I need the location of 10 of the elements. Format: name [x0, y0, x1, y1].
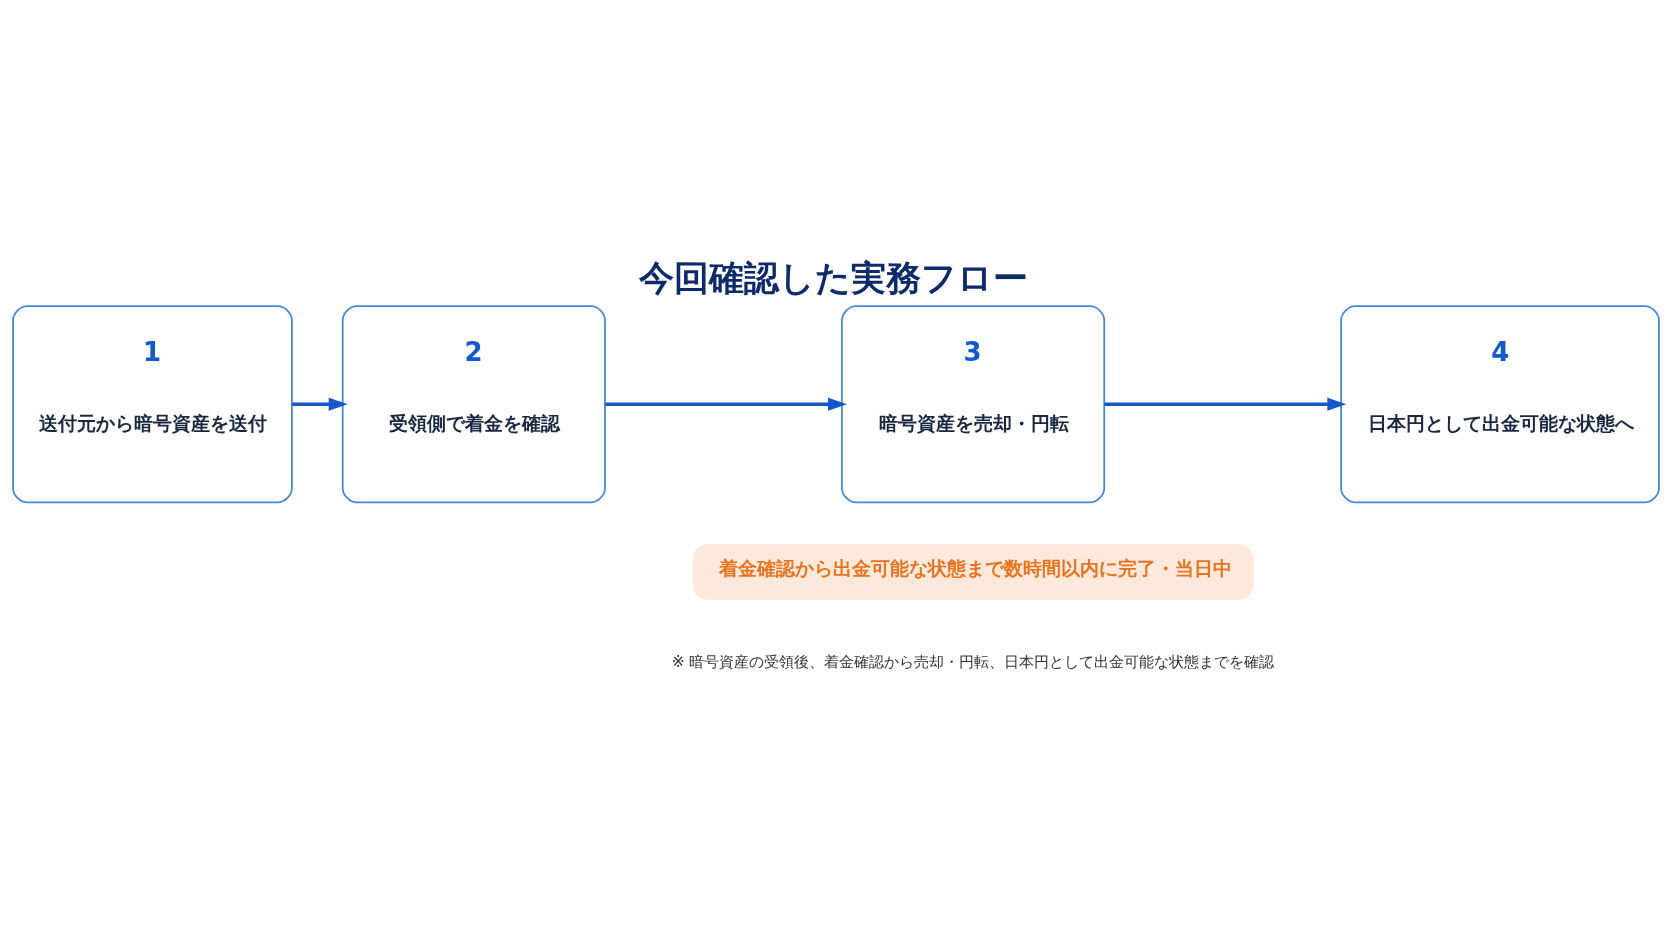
- arrow: [605, 397, 847, 411]
- node-box: 1 送付元から暗号資産を送付: [12, 304, 293, 503]
- caption: ※ 暗号資産の受領後、着金確認から売却・円転、日本円として出金可能な状態までを確認: [671, 652, 1275, 671]
- arrow: [1104, 397, 1347, 411]
- arrow: [292, 397, 348, 411]
- node-box: 3 暗号資産を売却・円転: [841, 304, 1106, 503]
- diagram-title: 今回確認した実務フロー: [638, 256, 1028, 298]
- node-box: 4 日本円として出金可能な状態へ: [1340, 304, 1660, 503]
- node-box: 着金確認から出金可能な状態まで数時間以内に完了・当日中: [692, 543, 1254, 600]
- node-box: 2 受領側で着金を確認: [341, 304, 606, 503]
